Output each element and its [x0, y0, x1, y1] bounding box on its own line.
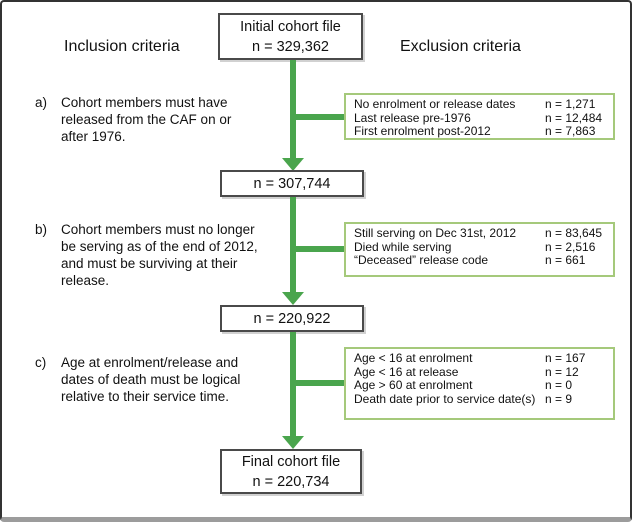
exclusion-label: Age > 60 at enrolment	[354, 378, 473, 393]
exclusion-label: Age < 16 at release	[354, 364, 459, 379]
exclusion-row: Age < 16 at release n = 12	[354, 364, 605, 380]
flow-line-1	[290, 60, 296, 158]
criterion-label: c)	[35, 355, 47, 370]
inclusion-criterion-c: c) Age at enrolment/release and dates of…	[35, 354, 258, 405]
exclusion-label: Died while serving	[354, 239, 452, 254]
initial-cohort-box: Initial cohort file n = 329,362	[218, 13, 363, 60]
criterion-text: Cohort members must no longer be serving…	[61, 222, 258, 288]
inclusion-criterion-b: b) Cohort members must no longer be serv…	[35, 221, 258, 289]
flow-line-2	[290, 197, 296, 292]
exclusion-count: n = 12,484	[545, 110, 603, 125]
exclusion-row: First enrolment post-2012 n = 7,863	[354, 125, 605, 139]
exclusion-count: n = 2,516	[545, 239, 596, 254]
exclusion-label: Age < 16 at enrolment	[354, 351, 473, 365]
exclusion-row: Still serving on Dec 31st, 2012 n = 83,6…	[354, 226, 605, 241]
final-cohort-count: n = 220,734	[252, 473, 330, 490]
exclusion-count: n = 9	[545, 391, 573, 406]
exclusion-count: n = 7,863	[545, 124, 596, 139]
exclusion-count: n = 661	[545, 253, 586, 268]
down-arrow-icon	[282, 292, 304, 305]
final-cohort-title: Final cohort file	[241, 453, 341, 470]
exclusion-label: No enrolment or release dates	[354, 97, 516, 111]
exclusion-label: Last release pre-1976	[354, 110, 471, 125]
criterion-label: a)	[35, 95, 48, 110]
exclusion-box-a: No enrolment or release dates n = 1,271 …	[344, 93, 615, 140]
inclusion-criterion-a: a) Cohort members must have released fro…	[35, 94, 258, 145]
cohort-step1-box: n = 307,744	[220, 170, 364, 197]
criterion-text: Age at enrolment/release and dates of de…	[61, 355, 241, 404]
exclusion-count: n = 167	[545, 351, 586, 365]
cohort-step1-count: n = 307,744	[253, 175, 331, 192]
exclusion-label: Death date prior to service date(s)	[354, 391, 536, 406]
exclusion-row: Death date prior to service date(s) n = …	[354, 391, 605, 407]
exclusion-label: “Deceased” release code	[354, 253, 489, 268]
exclusion-count: n = 12	[545, 364, 579, 379]
exclusion-count: n = 83,645	[545, 226, 603, 240]
exclusion-row: No enrolment or release dates n = 1,271	[354, 97, 605, 112]
exclusion-label: Still serving on Dec 31st, 2012	[354, 226, 517, 240]
exclusion-branch-1	[295, 114, 344, 120]
exclusion-count: n = 0	[545, 378, 573, 393]
down-arrow-icon	[282, 158, 304, 171]
exclusion-row: Last release pre-1976 n = 12,484	[354, 110, 605, 126]
flow-line-3	[290, 332, 296, 436]
exclusion-criteria-heading: Exclusion criteria	[400, 38, 521, 55]
exclusion-row: “Deceased” release code n = 661	[354, 254, 605, 268]
exclusion-count: n = 1,271	[545, 97, 596, 111]
exclusion-row: Age > 60 at enrolment n = 0	[354, 379, 605, 393]
cohort-step2-count: n = 220,922	[253, 310, 331, 327]
initial-cohort-count: n = 329,362	[251, 38, 329, 55]
exclusion-row: Died while serving n = 2,516	[354, 239, 605, 255]
inclusion-criteria-heading: Inclusion criteria	[64, 38, 180, 55]
exclusion-box-c: Age < 16 at enrolment n = 167 Age < 16 a…	[344, 347, 615, 420]
initial-cohort-title: Initial cohort file	[240, 18, 341, 35]
exclusion-label: First enrolment post-2012	[354, 124, 491, 139]
down-arrow-icon	[282, 436, 304, 449]
final-cohort-box: Final cohort file n = 220,734	[220, 449, 362, 494]
criterion-label: b)	[35, 222, 48, 237]
criterion-text: Cohort members must have released from t…	[61, 95, 232, 144]
exclusion-branch-3	[295, 380, 344, 386]
exclusion-branch-2	[295, 246, 344, 252]
exclusion-row: Age < 16 at enrolment n = 167	[354, 351, 605, 366]
exclusion-box-b: Still serving on Dec 31st, 2012 n = 83,6…	[344, 222, 615, 277]
cohort-step2-box: n = 220,922	[220, 305, 364, 332]
